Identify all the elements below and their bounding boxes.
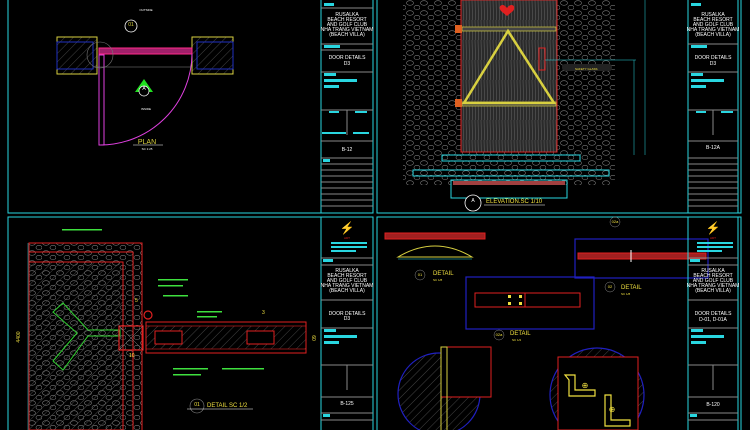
title-block: ⚡ ADT RUSALKA BEACH RESORT AND GOLF CLUB… bbox=[687, 216, 740, 430]
elevation-marker-letter: A bbox=[471, 198, 475, 204]
dimension-height: 4400 bbox=[16, 331, 22, 342]
drawing-title-block: DOOR DETAILS bbox=[695, 55, 733, 61]
detail-scale: SC 1/8 bbox=[621, 292, 631, 296]
project-name-line: RUSALKA bbox=[335, 268, 359, 274]
sheet-number: B-120 bbox=[706, 402, 720, 408]
detail-title: DETAIL bbox=[433, 271, 454, 277]
project-name-line: AND GOLF CLUB bbox=[693, 22, 734, 28]
project-location: NHA TRANG VIETNAM bbox=[687, 283, 740, 289]
dimension-label: 10 bbox=[129, 353, 135, 359]
sheet-number: B-12 bbox=[342, 147, 353, 153]
sheet-plan: 01 OUTSIDE A INSIDE PLAN SC 1:25 RUSALKA… bbox=[7, 0, 374, 214]
logo-text: ADT bbox=[344, 236, 350, 240]
project-name-line: BEACH RESORT bbox=[693, 273, 732, 279]
detail-02a-box: 02a DETAIL SC 1/2 bbox=[465, 276, 595, 342]
anchor-point-icon: ⊕ bbox=[609, 405, 616, 414]
logo-bolt-icon: ⚡ bbox=[706, 221, 721, 235]
drawing-code: D-01, D-01A bbox=[699, 317, 727, 323]
heart-cutout-icon bbox=[499, 4, 515, 17]
outside-label: OUTSIDE bbox=[139, 8, 152, 12]
dimension-label: 60 bbox=[310, 335, 316, 341]
drawing-title: DETAIL SC 1/2 bbox=[207, 403, 248, 409]
project-name-line: RUSALKA bbox=[701, 268, 725, 274]
project-name-line: RUSALKA bbox=[701, 12, 725, 18]
door-plan-drawing: 01 OUTSIDE A INSIDE PLAN SC 1:25 bbox=[56, 8, 234, 151]
annotation-leaders bbox=[62, 229, 264, 376]
detail-scale: SC 1/8 bbox=[433, 278, 443, 282]
drawing-code: D3 bbox=[344, 61, 351, 67]
project-location: NHA TRANG VIETNAM bbox=[321, 27, 374, 33]
detail-tag-number: 02a bbox=[612, 219, 619, 224]
drawing-code: D3 bbox=[344, 316, 351, 322]
project-location: (BEACH VILLA) bbox=[695, 288, 731, 294]
frame-profile bbox=[52, 302, 121, 371]
title-block: RUSALKA BEACH RESORT AND GOLF CLUB NHA T… bbox=[687, 0, 740, 214]
inside-label: INSIDE bbox=[141, 107, 151, 111]
sheet-number: B-125 bbox=[340, 401, 354, 407]
enlarged-detail-circles: ⊕ ⊕ bbox=[397, 346, 645, 430]
detail-tag-number: 01 bbox=[194, 402, 200, 408]
detail-scale: SC 1/2 bbox=[512, 338, 522, 342]
hinge-icon bbox=[455, 25, 462, 33]
project-location: (BEACH VILLA) bbox=[695, 32, 731, 38]
drawing-title-block: DOOR DETAILS bbox=[329, 55, 367, 61]
sheet-number: B-12A bbox=[706, 145, 721, 151]
logo-bolt-icon: ⚡ bbox=[340, 221, 355, 235]
detail-01: 01 DETAIL SC 1/8 bbox=[384, 232, 486, 282]
detail-title: DETAIL bbox=[510, 331, 531, 337]
hinge-icon bbox=[455, 99, 462, 107]
project-name-line: AND GOLF CLUB bbox=[693, 278, 734, 284]
detail-tag-number: 02 bbox=[608, 284, 613, 289]
detail-title: DETAIL bbox=[621, 285, 642, 291]
hinge-icon bbox=[143, 310, 153, 320]
dimension-label: 3 bbox=[262, 310, 265, 316]
project-name-line: BEACH RESORT bbox=[327, 273, 366, 279]
elevation-marker-letter: A bbox=[142, 86, 146, 92]
dimension-label: 5 bbox=[135, 298, 138, 304]
detail-tag-number: 01 bbox=[418, 272, 423, 277]
project-location: (BEACH VILLA) bbox=[329, 288, 365, 294]
title-block: RUSALKA BEACH RESORT AND GOLF CLUB NHA T… bbox=[320, 0, 374, 214]
drawing-title-block: DOOR DETAILS bbox=[329, 311, 367, 317]
section-tag-number: 01 bbox=[128, 22, 134, 28]
project-name-line: AND GOLF CLUB bbox=[327, 22, 368, 28]
title-block: ⚡ ADT RUSALKA BEACH RESORT AND GOLF CLUB… bbox=[320, 216, 374, 430]
annotation-note: SAFETY GLASS bbox=[575, 67, 597, 71]
project-location: NHA TRANG VIETNAM bbox=[687, 27, 740, 33]
door-handle-icon bbox=[538, 47, 546, 71]
section-tag-circle bbox=[124, 19, 138, 33]
drawing-scale: SC 1:25 bbox=[142, 147, 153, 151]
sheet-elevation: SAFETY GLASS A ELEVATION.SC 1/10 RUSALKA… bbox=[376, 0, 742, 214]
project-name-line: AND GOLF CLUB bbox=[327, 278, 368, 284]
logo-text: ADT bbox=[710, 236, 716, 240]
door-elevation-drawing: SAFETY GLASS A ELEVATION.SC 1/10 bbox=[403, 0, 646, 212]
drawing-title: PLAN bbox=[138, 139, 156, 146]
project-name-line: BEACH RESORT bbox=[327, 17, 366, 23]
sheet-detail-section: 4400 5 10 3 60 01 DETAIL SC 1/2 ⚡ ADT RU… bbox=[7, 216, 374, 430]
project-location: (BEACH VILLA) bbox=[329, 32, 365, 38]
sheet-details: 01 DETAIL SC 1/8 02a DETAIL SC 1/2 02a 0… bbox=[376, 216, 742, 430]
drawing-title-block: DOOR DETAILS bbox=[695, 311, 733, 317]
project-name-line: BEACH RESORT bbox=[693, 17, 732, 23]
project-name-line: RUSALKA bbox=[335, 12, 359, 18]
frame-section-drawing: 4400 5 10 3 60 01 DETAIL SC 1/2 bbox=[16, 229, 316, 430]
anchor-point-icon: ⊕ bbox=[582, 381, 589, 390]
detail-tag-number: 02a bbox=[496, 332, 503, 337]
project-location: NHA TRANG VIETNAM bbox=[321, 283, 374, 289]
drawing-title: ELEVATION.SC 1/10 bbox=[486, 199, 543, 205]
drawing-code: D3 bbox=[710, 61, 717, 67]
